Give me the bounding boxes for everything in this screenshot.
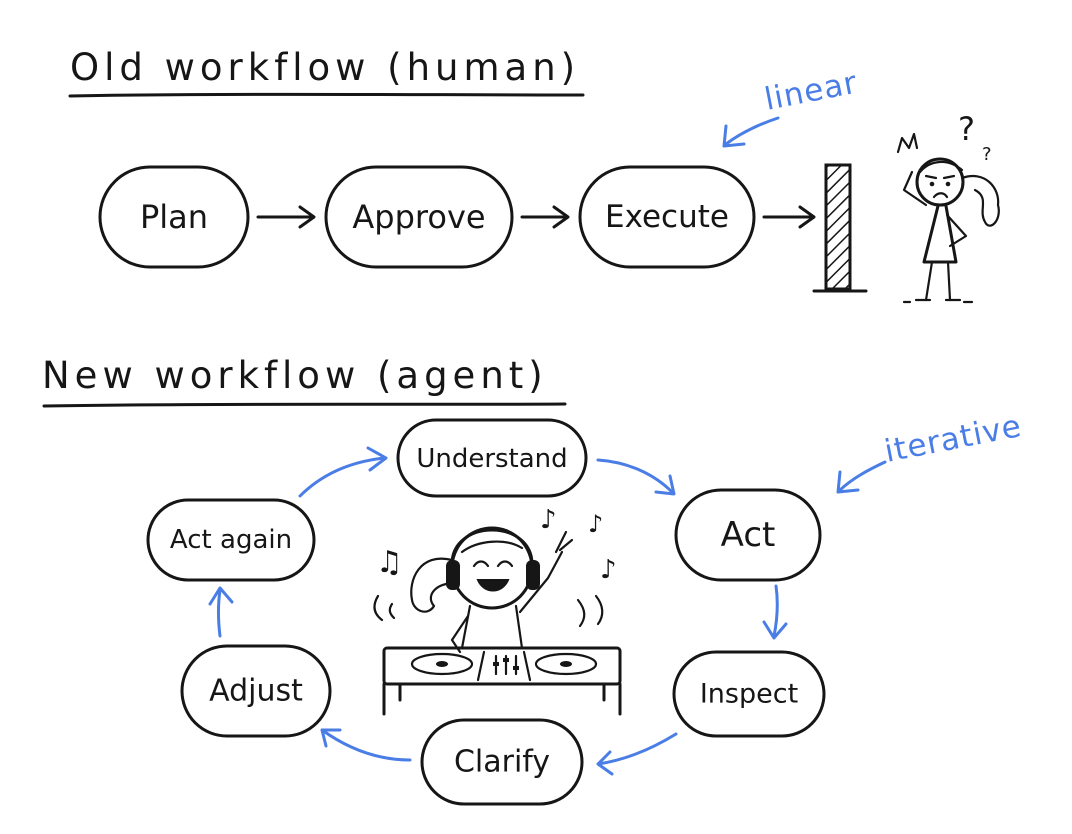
arrow-right-icon [762, 205, 816, 229]
step-execute-label: Execute [605, 199, 729, 235]
arrow-right-icon [520, 205, 570, 229]
step-approve: Approve [324, 165, 514, 269]
dj-deck-icon [382, 646, 622, 716]
cycle-arrow-icon [298, 446, 388, 498]
cycle-arrow-icon [596, 458, 676, 496]
new-workflow-title: New workflow (agent) [42, 354, 548, 397]
step-approve-label: Approve [352, 198, 485, 236]
step-adjust: Adjust [180, 644, 332, 738]
cycle-arrow-icon [596, 732, 678, 776]
new-workflow-section: New workflow (agent) iterative Understan… [42, 354, 1025, 806]
step-clarify-label: Clarify [454, 745, 550, 780]
step-adjust-label: Adjust [209, 674, 303, 709]
music-note-icon: ♫ [376, 545, 403, 580]
step-inspect-label: Inspect [700, 679, 798, 710]
new-title-underline [42, 402, 567, 408]
old-workflow-section: Old workflow (human) Plan Approve Execut… [68, 46, 1000, 304]
music-note-icon: ♪ [588, 510, 603, 538]
step-execute: Execute [578, 165, 756, 269]
cycle-arrow-icon [208, 586, 234, 638]
step-act: Act [674, 488, 822, 582]
cycle-arrow-icon [320, 728, 412, 762]
step-understand: Understand [396, 418, 588, 498]
question-mark-icon: ? [958, 110, 975, 148]
music-note-icon: ♪ [600, 555, 617, 585]
old-title-underline [68, 92, 585, 98]
step-plan: Plan [98, 165, 250, 269]
old-workflow-title: Old workflow (human) [70, 46, 580, 89]
step-act-again-label: Act again [170, 525, 292, 555]
question-mark-icon: ? [982, 144, 992, 165]
dj-person-icon [373, 526, 604, 654]
annotation-arrow-icon [722, 116, 780, 148]
step-clarify: Clarify [420, 718, 584, 806]
iterative-annotation: iterative [882, 408, 1025, 470]
step-understand-label: Understand [416, 444, 567, 474]
step-act-again: Act again [146, 498, 316, 582]
step-plan-label: Plan [140, 198, 208, 236]
music-note-icon: ♪ [540, 505, 557, 535]
wall-icon [812, 163, 868, 293]
arrow-right-icon [256, 205, 316, 229]
annotation-arrow-icon [836, 460, 887, 494]
confused-person-icon: ? ? [896, 110, 1000, 304]
step-inspect: Inspect [672, 650, 826, 738]
cycle-arrow-icon [762, 584, 788, 640]
linear-annotation: linear [762, 65, 861, 118]
step-act-label: Act [721, 515, 776, 555]
